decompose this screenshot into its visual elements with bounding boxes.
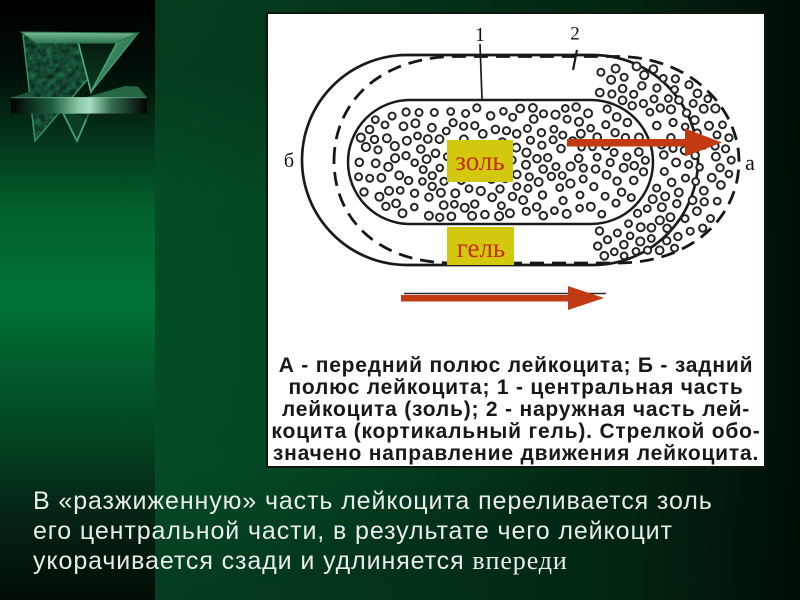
svg-text:б: б bbox=[284, 150, 294, 172]
svg-text:2: 2 bbox=[570, 24, 580, 45]
svg-text:золь: золь bbox=[455, 146, 504, 176]
svg-text:гель: гель bbox=[457, 233, 506, 263]
svg-text:а: а bbox=[745, 150, 755, 175]
svg-text:1: 1 bbox=[475, 24, 485, 46]
